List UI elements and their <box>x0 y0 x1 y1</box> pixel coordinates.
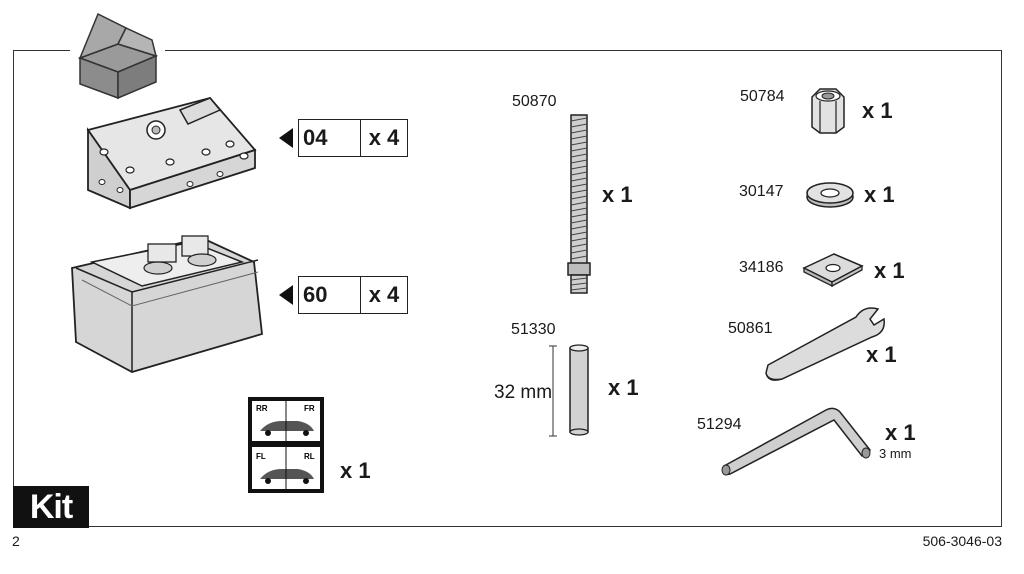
allen-key-size: 3 mm <box>879 446 912 461</box>
wrench-illustration <box>765 307 885 381</box>
threaded-rod-illustration <box>567 114 591 294</box>
sticker-label-fl: FL <box>256 452 266 461</box>
round-washer-illustration <box>806 182 854 208</box>
threaded-rod-part-number: 50870 <box>512 93 557 110</box>
round-washer-part-number: 30147 <box>739 183 784 200</box>
foot-pad-reference-box: 60 x 4 <box>298 276 408 314</box>
pointer-triangle-icon <box>279 128 293 148</box>
square-washer-part-number: 34186 <box>739 259 784 276</box>
nut-quantity: x 1 <box>862 98 893 123</box>
bracket-code: 04 <box>299 120 361 156</box>
pointer-triangle-icon <box>279 285 293 305</box>
box-icon <box>77 12 159 100</box>
sticker-quantity: x 1 <box>340 458 371 483</box>
bracket-quantity: x 4 <box>368 125 400 150</box>
wrench-part-number: 50861 <box>728 320 773 337</box>
square-washer-quantity: x 1 <box>874 258 905 283</box>
foot-pad-code: 60 <box>299 277 361 313</box>
spacer-tube-length: 32 mm <box>494 382 553 403</box>
sticker-label-fr: FR <box>304 404 315 413</box>
nut-illustration <box>811 88 845 134</box>
round-washer-quantity: x 1 <box>864 182 895 207</box>
page-number: 2 <box>12 533 20 549</box>
bracket-illustration <box>86 96 257 210</box>
allen-key-part-number: 51294 <box>697 416 742 433</box>
allen-key-quantity: x 1 <box>885 420 916 445</box>
allen-key-illustration <box>721 407 872 476</box>
kit-frame <box>13 50 1002 527</box>
document-number: 506-3046-03 <box>922 533 1002 549</box>
square-washer-illustration <box>802 253 864 288</box>
spacer-tube-quantity: x 1 <box>608 375 639 400</box>
sticker-label-rl: RL <box>304 452 315 461</box>
spacer-tube-part-number: 51330 <box>511 321 556 338</box>
bracket-reference-box: 04 x 4 <box>298 119 408 157</box>
threaded-rod-quantity: x 1 <box>602 182 633 207</box>
spacer-tube-illustration <box>549 344 589 437</box>
sticker-label-rr: RR <box>256 404 268 413</box>
kit-label: Kit <box>13 486 89 528</box>
position-sticker-illustration: RR FR FL RL <box>248 397 324 493</box>
nut-part-number: 50784 <box>740 88 785 105</box>
wrench-quantity: x 1 <box>866 342 897 367</box>
foot-pad-quantity: x 4 <box>368 282 400 307</box>
foot-pad-illustration <box>71 235 263 373</box>
